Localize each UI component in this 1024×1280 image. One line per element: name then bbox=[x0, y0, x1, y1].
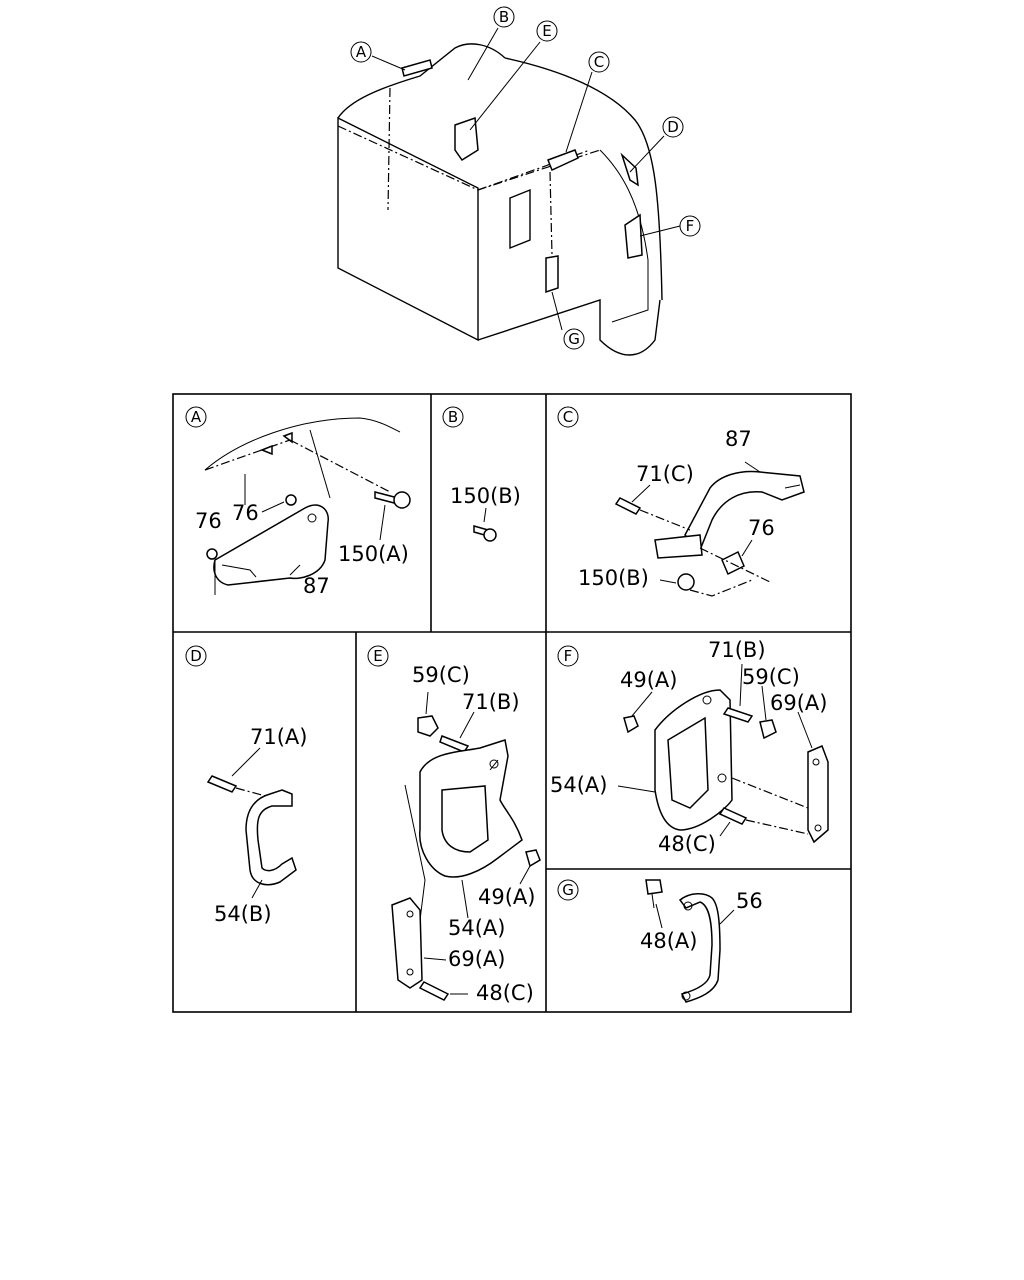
handle-d-mark bbox=[620, 152, 639, 187]
part-number-label: 76 bbox=[748, 516, 775, 540]
part-number-label: 54(A) bbox=[448, 916, 505, 940]
part-number-label: 76 bbox=[195, 509, 222, 533]
cab-overview bbox=[337, 27, 681, 356]
panel-f: F 71(B) 49(A) 59(C) 69(A) 54(A) 48(C) bbox=[550, 638, 829, 856]
overview-callout-c: C bbox=[588, 51, 610, 73]
callout-letter: D bbox=[190, 647, 202, 665]
part-number-label: 87 bbox=[725, 427, 752, 451]
overview-callout-b: B bbox=[493, 6, 515, 28]
callout-letter: A bbox=[191, 408, 202, 426]
bolt-48c bbox=[718, 807, 748, 825]
part-number-label: 54(B) bbox=[214, 902, 272, 926]
callout-letter: C bbox=[594, 53, 604, 71]
grab-handle-87 bbox=[684, 470, 805, 552]
plate-76 bbox=[721, 550, 745, 576]
part-number-label: 59(C) bbox=[742, 665, 800, 689]
callout-letter: F bbox=[564, 647, 573, 665]
panel-d: D 71(A) 54(B) bbox=[185, 645, 307, 926]
callout-letter: E bbox=[542, 22, 551, 40]
part-number-label: 71(B) bbox=[462, 690, 520, 714]
part-number-label: 59(C) bbox=[412, 663, 470, 687]
callout-letter: B bbox=[499, 8, 509, 26]
panel-c: C 87 71(C) 76 150(B) bbox=[557, 406, 805, 597]
overview-callout-a: A bbox=[350, 41, 372, 63]
handle-a-mark bbox=[401, 59, 433, 77]
nut-49a bbox=[623, 715, 639, 734]
detail-grid bbox=[172, 393, 852, 1013]
callout-letter: F bbox=[686, 217, 695, 235]
panel-a: A 76 76 150(A) 87 bbox=[185, 406, 411, 598]
bracket-69a bbox=[391, 897, 423, 989]
callout-letter: C bbox=[563, 408, 573, 426]
nut-49a bbox=[525, 849, 541, 868]
bolt-71c bbox=[614, 497, 642, 515]
part-number-label: 69(A) bbox=[770, 691, 827, 715]
part-number-label: 69(A) bbox=[448, 947, 505, 971]
panel-b: B 150(B) bbox=[442, 406, 521, 542]
part-number-label: 49(A) bbox=[478, 885, 535, 909]
callout-letter: D bbox=[667, 118, 679, 136]
part-number-label: 87 bbox=[303, 574, 330, 598]
handle-f-mark bbox=[624, 213, 643, 259]
part-number-label: 71(A) bbox=[250, 725, 307, 749]
overview-callout-f: F bbox=[679, 215, 701, 237]
bolt-71b bbox=[439, 735, 470, 753]
callout-letter: G bbox=[562, 881, 574, 899]
overview-callout-g: G bbox=[563, 328, 585, 350]
bolt-71b bbox=[722, 707, 754, 723]
nut-59c bbox=[759, 719, 777, 740]
handle-c-mark bbox=[547, 149, 579, 172]
panel-g: G 56 48(A) bbox=[557, 879, 763, 1003]
handle-e-mark bbox=[454, 116, 479, 162]
callout-letter: G bbox=[568, 330, 580, 348]
nut-59c bbox=[417, 715, 439, 737]
bolt-48c bbox=[418, 981, 450, 1001]
grab-handle-54b bbox=[245, 789, 297, 886]
part-number-label: 54(A) bbox=[550, 773, 607, 797]
part-number-label: 56 bbox=[736, 889, 763, 913]
part-number-label: 71(B) bbox=[708, 638, 766, 662]
part-number-label: 71(C) bbox=[636, 462, 694, 486]
overview-callout-e: E bbox=[536, 20, 558, 42]
handle-g-mark bbox=[545, 255, 559, 294]
callout-letter: A bbox=[356, 43, 367, 61]
part-number-label: 48(A) bbox=[640, 929, 697, 953]
part-number-label: 150(A) bbox=[338, 542, 409, 566]
part-number-label: 76 bbox=[232, 501, 259, 525]
overview-callout-d: D bbox=[662, 116, 684, 138]
part-number-label: 48(C) bbox=[658, 832, 716, 856]
callout-letter: E bbox=[373, 647, 382, 665]
part-number-label: 150(B) bbox=[450, 484, 521, 508]
bolt-48a bbox=[645, 879, 663, 895]
part-number-label: 49(A) bbox=[620, 668, 677, 692]
part-number-label: 48(C) bbox=[476, 981, 534, 1005]
panel-e: E 59(C) 71(B) 49(A) 54(A) 69(A) 48(C) bbox=[367, 645, 541, 1005]
bolt-71a bbox=[206, 775, 238, 793]
bracket-69a bbox=[807, 745, 829, 844]
callout-letter: B bbox=[448, 408, 458, 426]
washer-76 bbox=[285, 494, 297, 506]
bolt-150b bbox=[677, 573, 695, 591]
part-number-label: 150(B) bbox=[578, 566, 649, 590]
